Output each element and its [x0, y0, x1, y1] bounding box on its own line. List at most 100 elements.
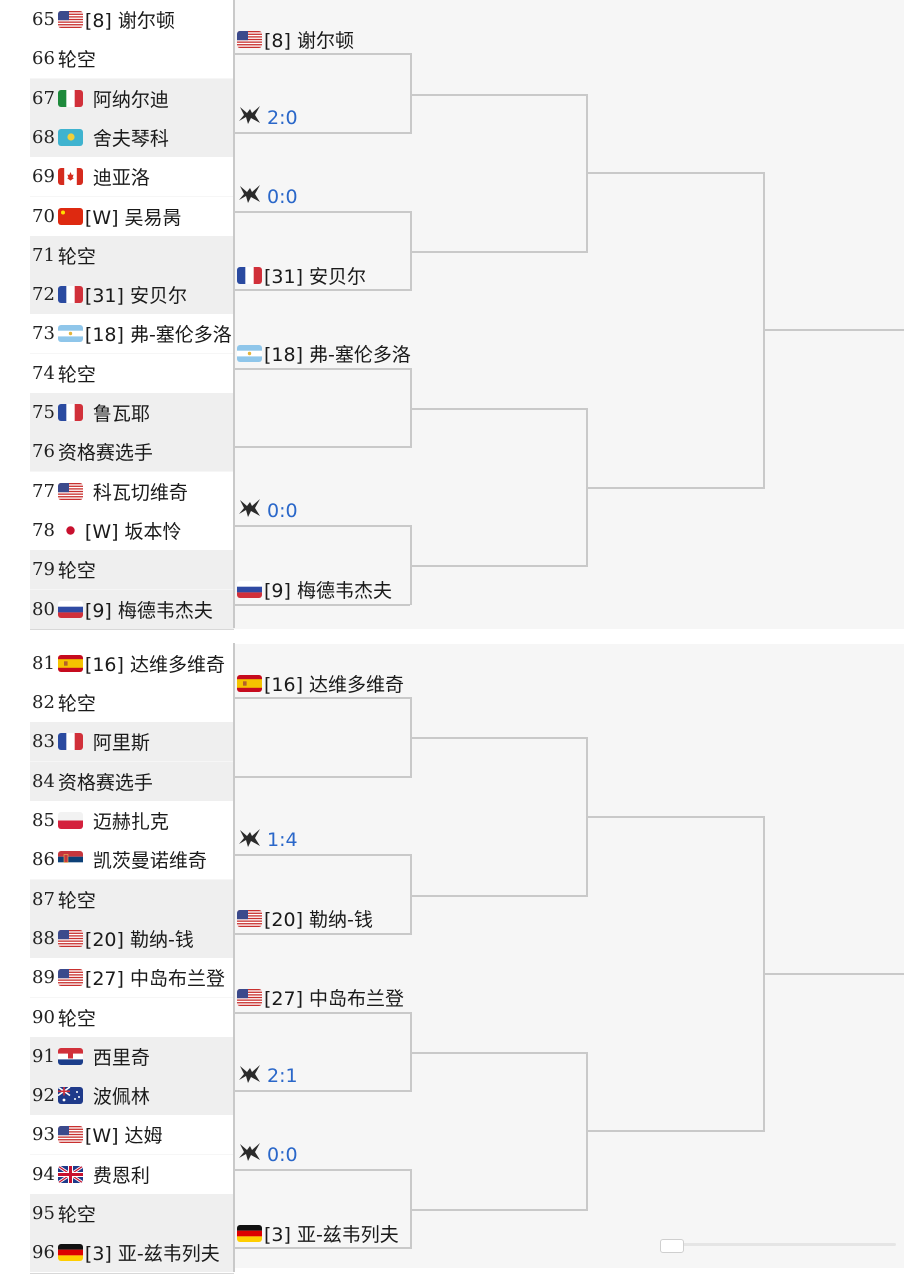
player-name: [W] 坂本怜	[84, 520, 182, 543]
germany-flag	[237, 1224, 262, 1242]
player-row[interactable]: 81[16] 达维多维奇	[30, 643, 234, 683]
bracket-line	[233, 1090, 410, 1093]
match-score[interactable]: 0:0	[237, 182, 298, 212]
player-row[interactable]: 70[W] 吴易昺	[30, 196, 234, 236]
score-text[interactable]: 2:0	[267, 106, 298, 129]
bracket-line	[410, 1168, 412, 1250]
draw-position: 95	[32, 1203, 55, 1224]
bracket-line	[233, 156, 235, 235]
advancing-player[interactable]: [16] 达维多维奇	[237, 668, 404, 698]
match-score[interactable]: 0:0	[237, 496, 298, 526]
advancing-player-name: [27] 中岛布兰登	[264, 988, 405, 1010]
advancing-player-name: [16] 达维多维奇	[264, 673, 405, 696]
match-score[interactable]: 0:0	[237, 1140, 298, 1170]
argentina-flag	[57, 325, 83, 343]
poland-flag	[57, 812, 83, 829]
advancing-player[interactable]: [18] 弗-塞伦多洛	[237, 339, 411, 369]
player-name: [20] 勒纳-钱	[84, 928, 194, 951]
player-name: [W] 吴易昺	[84, 206, 182, 229]
australia-flag	[57, 1087, 83, 1105]
bracket-line	[233, 1193, 235, 1272]
advancing-player[interactable]: [31] 安贝尔	[237, 260, 366, 290]
match-vs-icon	[237, 497, 263, 524]
player-name: 轮空	[57, 693, 96, 716]
us-flag	[237, 30, 262, 48]
bracket-line	[586, 816, 763, 818]
argentina-flag	[237, 345, 262, 363]
bracket-line	[233, 642, 235, 722]
match-vs-icon	[237, 1141, 263, 1168]
scrollbar-track[interactable]	[660, 1243, 896, 1246]
score-text[interactable]: 0:0	[267, 1143, 298, 1166]
score-text[interactable]: 1:4	[267, 829, 298, 852]
advancing-player-name: [9] 梅德韦杰夫	[264, 580, 392, 602]
match-score[interactable]: 2:0	[237, 103, 298, 133]
player-name: 西里奇	[92, 1046, 150, 1069]
match-score[interactable]: 2:1	[237, 1061, 298, 1091]
draw-position: 82	[32, 692, 55, 714]
player-name: [9] 梅德韦杰夫	[84, 599, 213, 622]
score-text[interactable]: 0:0	[267, 499, 298, 522]
player-row[interactable]: 72[31] 安贝尔	[30, 275, 234, 315]
player-row[interactable]: 88[20] 勒纳-钱	[30, 918, 234, 958]
bracket-line	[233, 210, 410, 213]
advancing-player[interactable]: [3] 亚-兹韦列夫	[237, 1218, 399, 1248]
player-row[interactable]: 75 鲁瓦耶	[30, 393, 234, 432]
bracket-line	[233, 1114, 235, 1193]
bracket-line	[233, 367, 410, 370]
draw-position: 93	[32, 1124, 55, 1146]
player-row[interactable]: 73[18] 弗-塞伦多洛	[30, 314, 234, 354]
player-row[interactable]: 93[W] 达姆	[30, 1115, 234, 1155]
advancing-player[interactable]: [8] 谢尔顿	[237, 24, 354, 54]
advancing-player[interactable]: [20] 勒纳-钱	[237, 904, 373, 934]
player-row[interactable]: 96[3] 亚-兹韦列夫	[30, 1233, 234, 1273]
advancing-player[interactable]: [9] 梅德韦杰夫	[237, 575, 392, 605]
bracket-line	[233, 800, 235, 879]
player-row[interactable]: 65[8] 谢尔顿	[30, 0, 234, 39]
player-name: 迈赫扎克	[92, 811, 169, 833]
player-row[interactable]: 89[27] 中岛布兰登	[30, 958, 234, 998]
bracket-line	[233, 1035, 235, 1115]
score-text[interactable]: 0:0	[267, 185, 298, 208]
player-row[interactable]: 78[W] 坂本怜	[30, 510, 234, 550]
draw-position: 66	[32, 48, 55, 70]
player-row[interactable]: 80[9] 梅德韦杰夫	[30, 589, 234, 629]
player-name: [16] 达维多维奇	[84, 653, 225, 676]
advancing-player-name: [8] 谢尔顿	[264, 29, 354, 52]
horizontal-scrollbar[interactable]	[660, 1236, 896, 1254]
advancing-player[interactable]: [27] 中岛布兰登	[237, 983, 404, 1013]
bracket-line	[410, 737, 586, 740]
uk-flag	[57, 1165, 83, 1183]
draw-position: 67	[32, 87, 55, 109]
spain-flag	[237, 674, 262, 692]
match-score[interactable]: 1:4	[237, 825, 298, 855]
player-name: 鲁瓦耶	[92, 403, 150, 425]
draw-position: 75	[32, 402, 55, 423]
bracket-line	[586, 486, 763, 489]
scrollbar-thumb[interactable]	[660, 1239, 684, 1253]
draw-position: 74	[32, 362, 55, 384]
draw-position: 84	[32, 770, 55, 792]
score-text[interactable]: 2:1	[267, 1065, 298, 1088]
us-flag	[57, 1126, 83, 1144]
